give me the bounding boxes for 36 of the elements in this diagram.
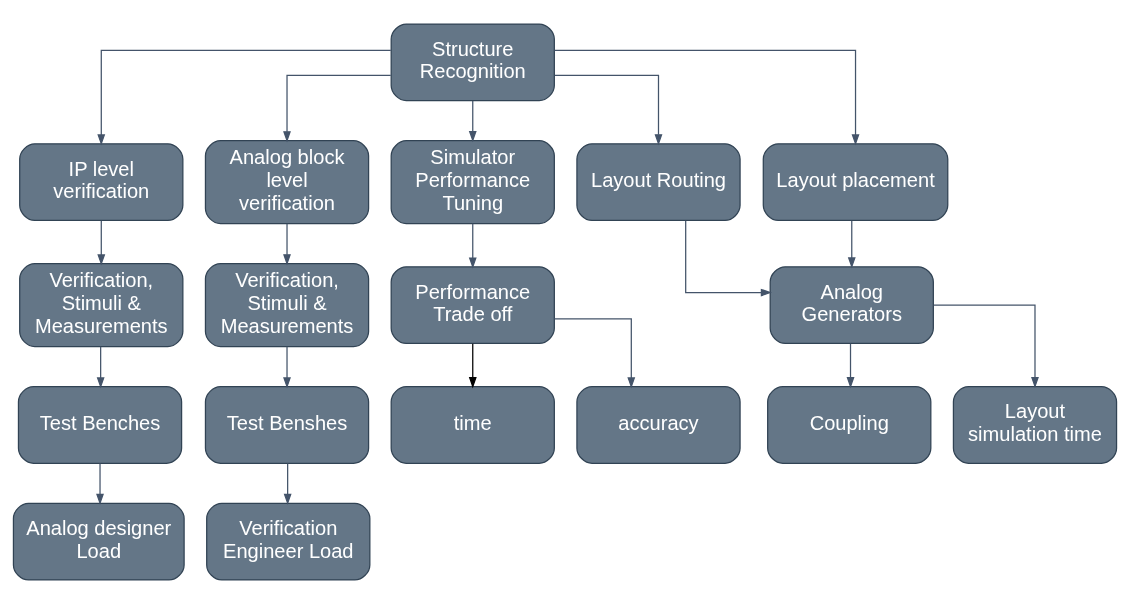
node-box: Structure Recognition [390, 23, 555, 102]
node-box: Analog block level verification [204, 140, 370, 225]
arrow [553, 318, 636, 389]
arrow [933, 304, 1039, 389]
arrow [283, 346, 291, 389]
arrow [685, 220, 773, 297]
arrow [553, 49, 860, 146]
node-box: Test Benshes [204, 386, 370, 464]
node-box: Layout Routing [576, 143, 741, 222]
arrow [97, 49, 392, 146]
node-box: Analog designer Load [12, 502, 185, 581]
arrow [96, 346, 105, 389]
arrow [283, 223, 291, 266]
node-box: accuracy [576, 386, 741, 464]
node-box: IP level verification [19, 143, 184, 222]
node-box: Performance Trade off [390, 266, 555, 345]
node-box: Verification Engineer Load [206, 502, 371, 581]
node-box: Verification, Stimuli & Measurements [19, 263, 184, 348]
arrow [97, 220, 106, 266]
node-box: Test Benches [17, 386, 183, 464]
arrow [283, 74, 392, 143]
node-box: time [390, 386, 555, 464]
arrow [846, 343, 855, 389]
node-box: Layout placement [762, 143, 949, 222]
node-box: Coupling [767, 386, 932, 464]
arrow [96, 462, 104, 506]
node-box: Simulator Performance Tuning [390, 140, 555, 225]
arrow [847, 220, 856, 269]
arrow [468, 100, 477, 143]
arrow [468, 343, 477, 389]
node-box: Layout simulation time [952, 386, 1118, 464]
arrow [283, 462, 292, 506]
node-box: Analog Generators [769, 266, 934, 345]
arrow [468, 223, 477, 269]
arrow [554, 74, 663, 146]
node-box: Verification, Stimuli & Measurements [204, 263, 370, 348]
